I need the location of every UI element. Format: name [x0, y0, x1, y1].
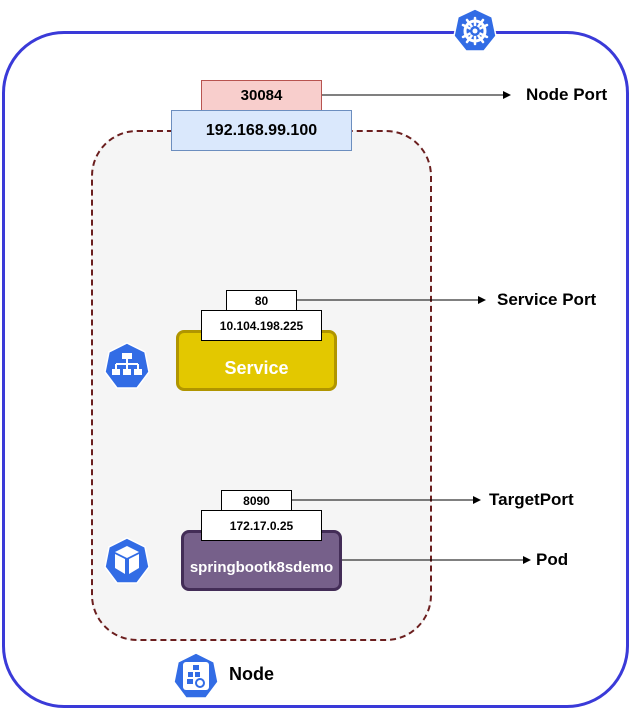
service-icon — [104, 342, 150, 389]
service-port-label: Service Port — [497, 290, 597, 309]
node-label: Node — [229, 664, 274, 684]
target-port-label: TargetPort — [489, 490, 574, 509]
pod-icon — [104, 537, 150, 584]
pod-ip-box: 172.17.0.25 — [201, 510, 322, 541]
kubernetes-helm-icon — [453, 8, 497, 52]
service-name: Service — [224, 358, 289, 378]
node-port-label: Node Port — [526, 85, 608, 104]
pod-name: springbootk8sdemo — [189, 559, 334, 576]
node-frame — [2, 31, 629, 708]
service-ip-box: 10.104.198.225 — [201, 310, 322, 341]
node-icon — [173, 652, 219, 699]
node-ip-box: 192.168.99.100 — [171, 110, 352, 151]
pod-label: Pod — [536, 550, 569, 569]
